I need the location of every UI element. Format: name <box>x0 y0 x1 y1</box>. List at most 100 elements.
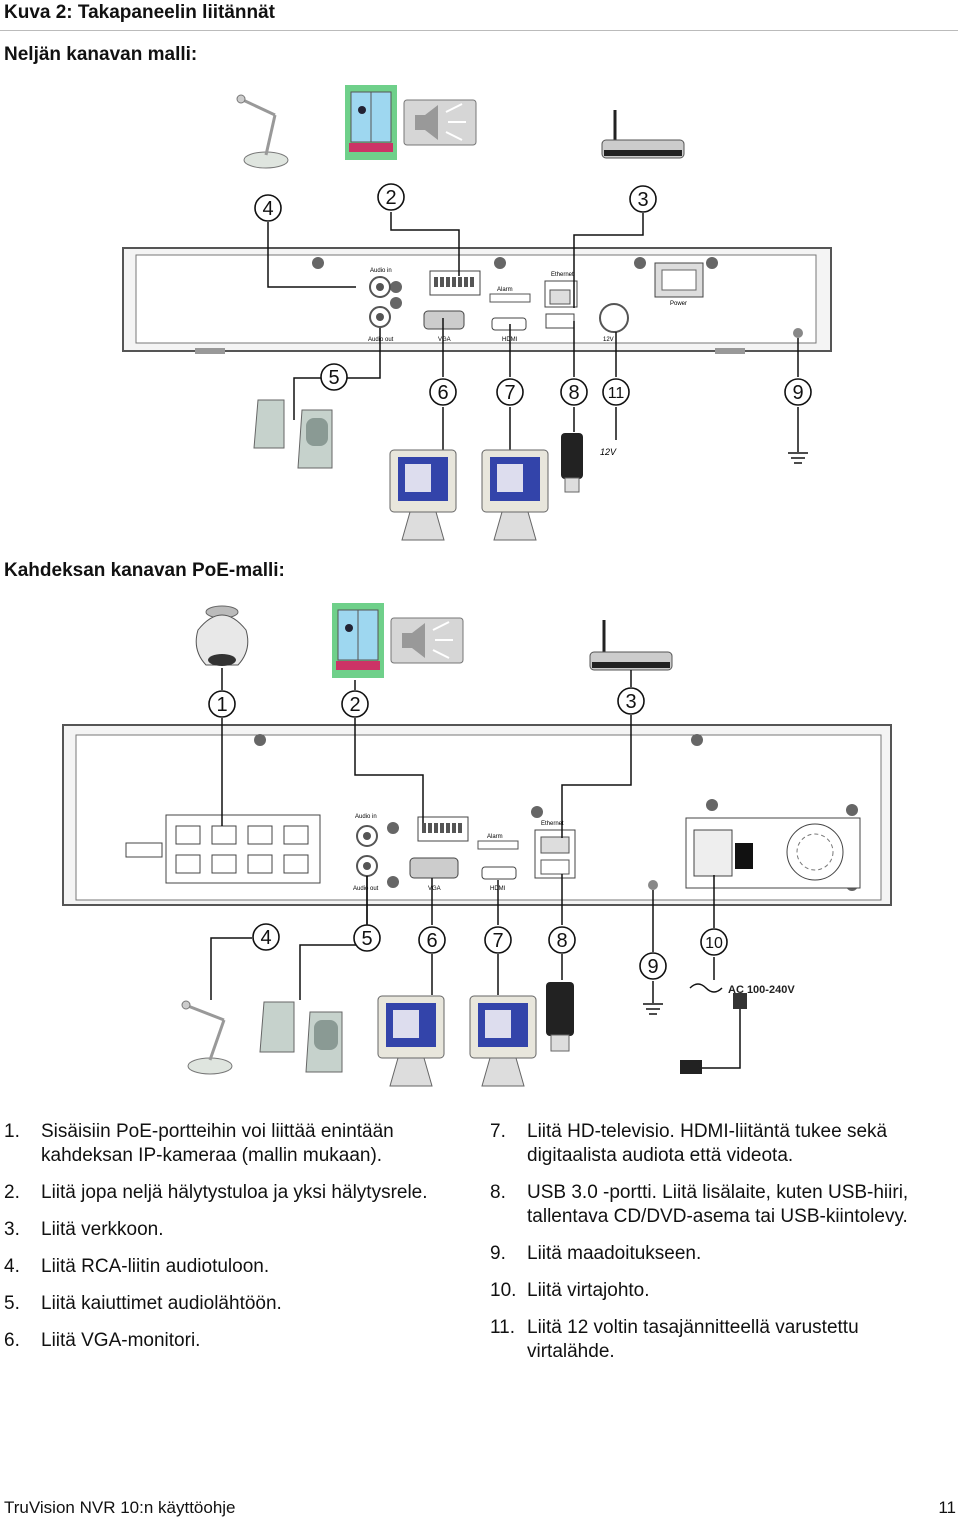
item-text: Liitä RCA-liitin audiotuloon. <box>41 1256 270 1277</box>
item-text: Liitä VGA-monitori. <box>41 1330 201 1351</box>
list-item: 8. USB 3.0 -portti. Liitä lisälaite, kute… <box>490 1181 950 1229</box>
audio-in-label-2: Audio in <box>355 814 377 820</box>
callout-bottom-5: 5 <box>361 928 372 950</box>
callout-bottom-7: 7 <box>492 930 503 952</box>
item-text: Liitä verkkoon. <box>41 1219 164 1240</box>
usb-drive-icon-2 <box>546 982 574 1052</box>
list-item: 4. Liitä RCA-liitin audiotuloon. <box>4 1255 464 1279</box>
callout-top-8: 8 <box>568 382 579 404</box>
item-number: 7. <box>490 1121 506 1142</box>
alarm-label-2: Alarm <box>487 834 503 840</box>
list-item: 2. Liitä jopa neljä hälytystuloa ja yksi … <box>4 1181 464 1205</box>
four-channel-heading: Neljän kanavan malli: <box>4 44 198 65</box>
power-plug-icon <box>680 993 747 1074</box>
callouts-top <box>254 183 812 406</box>
list-item: 7. Liitä HD-televisio. HDMI-liitäntä tuke… <box>490 1120 950 1168</box>
monitor-icon-vga <box>389 449 457 541</box>
alarm-window-icon <box>345 85 397 160</box>
callout-bottom-6: 6 <box>426 930 437 952</box>
callout-top-3: 3 <box>637 189 648 211</box>
figure-title: Kuva 2: Takapaneelin liitännät <box>4 2 276 23</box>
item-number: 2. <box>4 1182 20 1203</box>
item-number: 5. <box>4 1293 20 1314</box>
monitor-icon-vga-2 <box>377 995 445 1087</box>
title-rule <box>0 30 958 31</box>
item-number: 3. <box>4 1219 20 1240</box>
list-item: 9. Liitä maadoitukseen. <box>490 1242 950 1266</box>
list-item: 6. Liitä VGA-monitori. <box>4 1329 464 1353</box>
dome-camera-icon <box>195 605 249 666</box>
list-item: 11. Liitä 12 voltin tasajännitteellä varu… <box>490 1316 950 1364</box>
callouts-bottom <box>208 687 728 980</box>
siren-speaker-icon <box>403 99 477 146</box>
twelve-v-dc-label: 12V <box>600 447 617 457</box>
item-number: 9. <box>490 1243 506 1264</box>
callout-top-11: 11 <box>608 385 625 402</box>
item-text: Liitä kaiuttimet audiolähtöön. <box>41 1293 282 1314</box>
footer-title: TruVision NVR 10:n käyttöohje <box>4 1498 236 1517</box>
alarm-window-icon-2 <box>332 603 384 678</box>
eight-channel-heading: Kahdeksan kanavan PoE-malli: <box>4 560 285 581</box>
ethernet-label-2: Ethernet <box>541 821 564 827</box>
audio-out-label: Audio out <box>368 337 394 343</box>
item-text: Liitä virtajohto. <box>527 1280 650 1301</box>
legend-list-right: 7. Liitä HD-televisio. HDMI-liitäntä tuke… <box>490 1120 950 1377</box>
callout-top-9: 9 <box>792 382 803 404</box>
legend-list-left: 1. Sisäisiin PoE-portteihin voi liittää e… <box>4 1120 464 1366</box>
item-number: 1. <box>4 1121 20 1142</box>
list-item: 3. Liitä verkkoon. <box>4 1218 464 1242</box>
audio-out-label-2: Audio out <box>353 886 379 892</box>
item-text: Liitä jopa neljä hälytystuloa ja yksi hä… <box>41 1182 428 1203</box>
list-item: 10. Liitä virtajohto. <box>490 1279 950 1303</box>
eight-channel-diagram: Audio in Audio out VGA Alarm HDMI Ethern… <box>62 603 892 1087</box>
callout-bottom-4: 4 <box>260 927 271 949</box>
vga-label-2: VGA <box>428 886 441 892</box>
callout-top-4: 4 <box>262 198 273 220</box>
item-text: Liitä HD-televisio. HDMI-liitäntä tukee … <box>527 1121 888 1166</box>
item-number: 8. <box>490 1182 506 1203</box>
twelve-v-label: 12V <box>603 337 614 343</box>
item-number: 6. <box>4 1330 20 1351</box>
monitor-icon-hdmi <box>481 449 549 541</box>
item-text: Liitä maadoitukseen. <box>527 1243 702 1264</box>
vga-label: VGA <box>438 337 451 343</box>
eight-channel-rear-panel: Audio in Audio out VGA Alarm HDMI Ethern… <box>62 724 892 906</box>
callout-bottom-10: 10 <box>705 935 723 952</box>
ethernet-label: Ethernet <box>551 272 574 278</box>
callout-bottom-9: 9 <box>647 956 658 978</box>
item-text: Sisäisiin PoE-portteihin voi liittää eni… <box>41 1121 394 1166</box>
item-text: USB 3.0 -portti. Liitä lisälaite, kuten … <box>527 1182 909 1227</box>
list-item: 5. Liitä kaiuttimet audiolähtöön. <box>4 1292 464 1316</box>
callout-bottom-1: 1 <box>216 694 227 716</box>
page-number: 11 <box>938 1498 956 1517</box>
item-number: 11. <box>490 1317 516 1338</box>
router-icon-2 <box>589 620 673 671</box>
ground-icon-2 <box>643 1003 663 1015</box>
power-label: Power <box>670 301 687 307</box>
callout-bottom-8: 8 <box>556 930 567 952</box>
list-item: 1. Sisäisiin PoE-portteihin voi liittää e… <box>4 1120 464 1168</box>
microphone-icon-2 <box>181 1000 233 1075</box>
speakers-icon-2 <box>259 1001 343 1073</box>
audio-in-label: Audio in <box>370 268 392 274</box>
item-number: 10. <box>490 1280 517 1301</box>
four-channel-diagram: Audio in Audio out VGA Alarm HDMI Ethern… <box>122 85 832 541</box>
callout-top-2: 2 <box>385 187 396 209</box>
microphone-icon <box>236 94 289 169</box>
item-text: Liitä 12 voltin tasajännitteellä varuste… <box>527 1317 859 1362</box>
callout-top-6: 6 <box>437 382 448 404</box>
callout-bottom-3: 3 <box>625 691 636 713</box>
usb-drive-icon <box>561 433 583 493</box>
callout-top-5: 5 <box>328 367 339 389</box>
router-icon <box>601 110 685 159</box>
four-channel-rear-panel: Audio in Audio out VGA Alarm HDMI Ethern… <box>122 247 832 354</box>
ac-wave-icon <box>689 983 723 993</box>
ground-icon <box>788 452 808 464</box>
speakers-icon <box>253 399 333 469</box>
siren-speaker-icon-2 <box>390 617 464 664</box>
callout-top-7: 7 <box>504 382 515 404</box>
alarm-label: Alarm <box>497 287 513 293</box>
callout-bottom-2: 2 <box>349 694 360 716</box>
monitor-icon-hdmi-2 <box>469 995 537 1087</box>
item-number: 4. <box>4 1256 20 1277</box>
